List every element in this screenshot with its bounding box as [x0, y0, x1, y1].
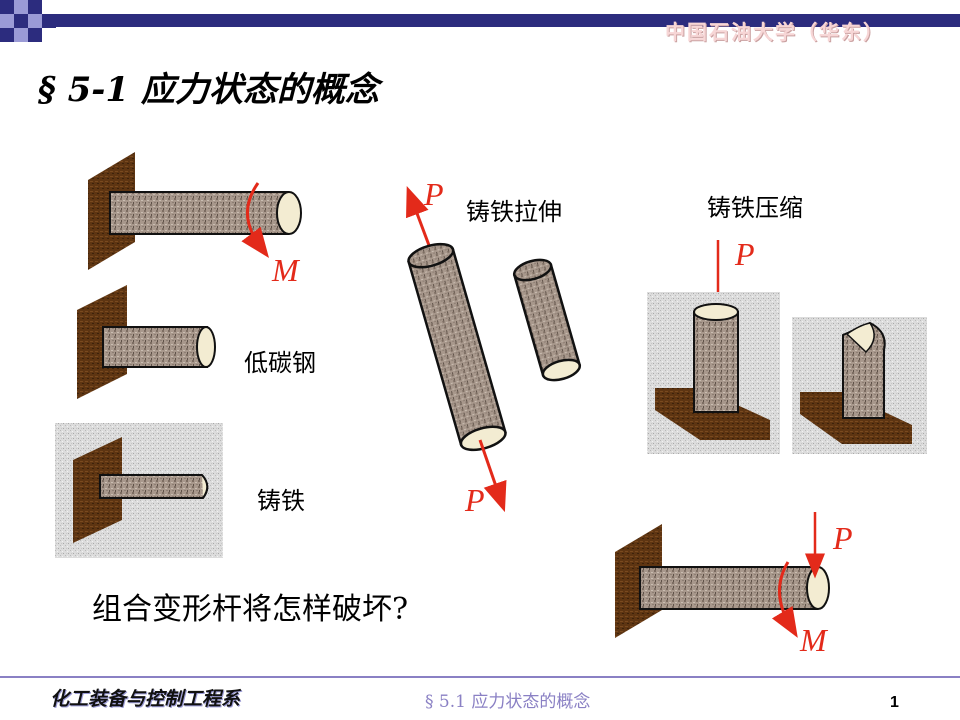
combined-loading-figure: [615, 512, 830, 638]
compression-force-label: P: [735, 236, 755, 272]
slide-title: § 5-1 应力状态的概念: [38, 70, 379, 110]
low-carbon-steel-label: 低碳钢: [244, 349, 316, 377]
tension-figure: [406, 185, 582, 513]
compression-label: 铸铁压缩: [707, 194, 803, 222]
footer-department: 化工装备与控制工程系: [50, 688, 241, 710]
cast-iron-figure: [55, 423, 223, 558]
footer-section: § 5.1 应力状态的概念: [425, 692, 591, 712]
page-number: 1: [890, 694, 899, 711]
torsion-figure: [88, 152, 302, 270]
tension-label: 铸铁拉伸: [466, 198, 562, 226]
combined-force-label: P: [833, 520, 853, 556]
organization-name: 中国石油大学（华东）: [665, 20, 885, 44]
tension-force-bottom-label: P: [465, 482, 485, 518]
question-text: 组合变形杆将怎样破坏?: [92, 592, 409, 627]
footer-divider: [0, 676, 960, 678]
tension-force-top-label: P: [424, 176, 444, 212]
low-carbon-steel-figure: [77, 285, 216, 399]
compression-figure: [647, 240, 927, 454]
torsion-moment-label: M: [272, 252, 299, 288]
combined-moment-label: M: [800, 622, 827, 658]
cast-iron-label: 铸铁: [257, 487, 305, 515]
header-band: [0, 0, 960, 42]
